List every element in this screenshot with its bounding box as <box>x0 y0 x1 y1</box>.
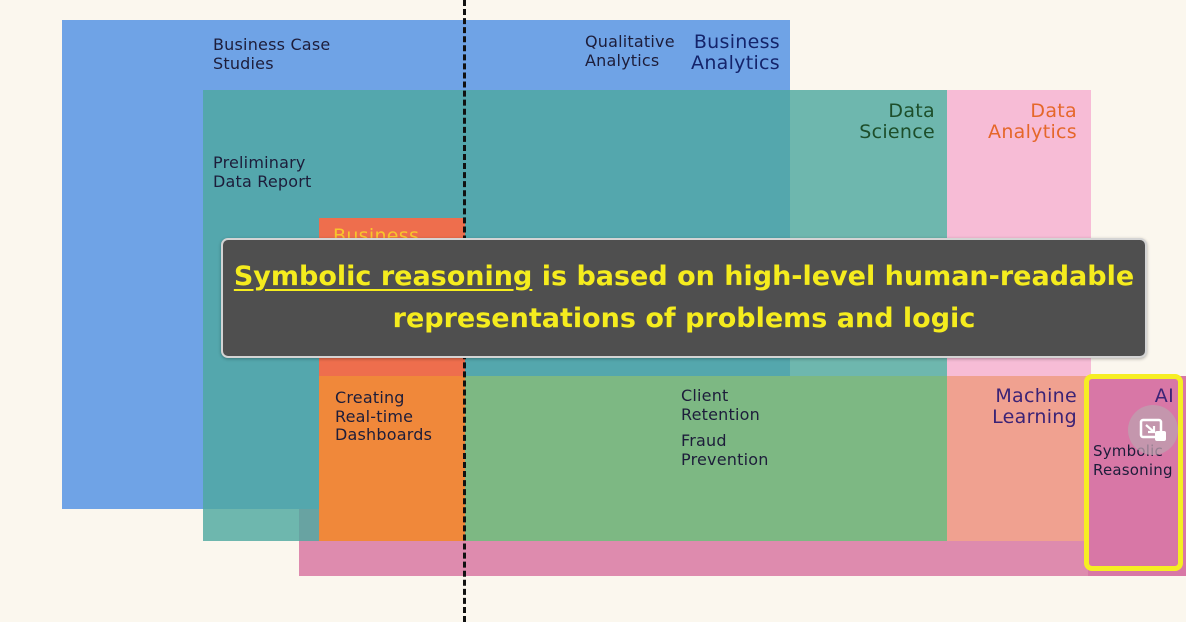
picture-in-picture-exit-icon[interactable] <box>1128 405 1178 455</box>
business-analytics-title: Business Analytics <box>691 31 780 74</box>
ai-highlight-box <box>1084 374 1183 571</box>
machine-learning-title: Machine Learning <box>992 385 1077 428</box>
business-case-studies-label: Business Case Studies <box>213 35 331 73</box>
fraud-prevention-label: Fraud Prevention <box>681 431 769 469</box>
client-retention-label: Client Retention <box>681 386 760 424</box>
data-analytics-title: Data Analytics <box>988 100 1077 143</box>
banner-line1: is based on high-level human-readable <box>532 261 1135 292</box>
data-science-title: Data Science <box>859 100 935 143</box>
expand-glyph-icon <box>1139 418 1166 441</box>
banner-keyword: Symbolic reasoning <box>233 261 533 292</box>
ai-title: AI <box>1154 385 1174 407</box>
creating-dashboards-label: Creating Real-time Dashboards <box>335 388 433 444</box>
ml-data-science-overlap <box>465 376 947 541</box>
banner-line2: representations of problems and logic <box>392 303 976 334</box>
qualitative-analytics-label: Qualitative Analytics <box>585 32 675 70</box>
business-intelligence-ml-overlap <box>319 376 465 541</box>
preliminary-data-report-label: Preliminary Data Report <box>213 153 312 191</box>
caption-banner: Symbolic reasoning is based on high-leve… <box>221 238 1147 358</box>
ml-data-analytics-overlap <box>947 376 1088 541</box>
